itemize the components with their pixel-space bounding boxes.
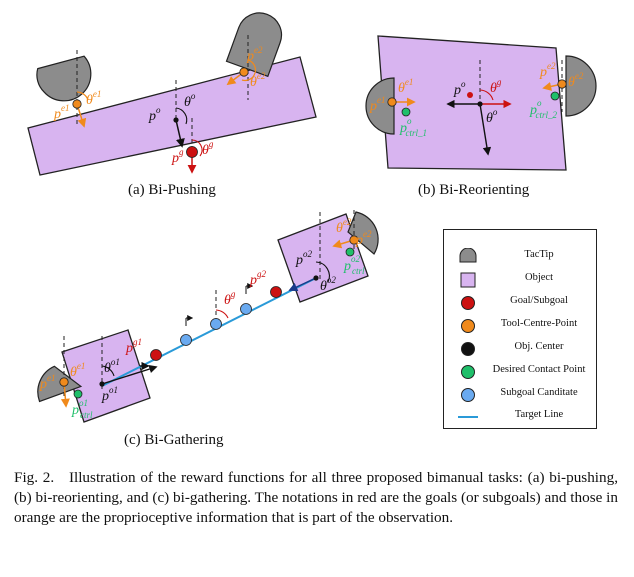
label-pe2: pe2 [246, 45, 263, 64]
legend-item: TacTip [444, 246, 596, 268]
legend-label: Obj. Center [514, 341, 564, 352]
legend-item: Object [444, 269, 596, 291]
label-po1: po1 [101, 385, 118, 404]
legend-label: Goal/Subgoal [510, 295, 568, 306]
goal-dot [150, 349, 162, 361]
panel-a-caption: (a) Bi-Pushing [128, 182, 216, 198]
label-te1: θe1 [70, 361, 85, 380]
panel-b-caption: (b) Bi-Reorienting [418, 182, 530, 198]
object-center-dot [173, 117, 179, 123]
legend-label: Target Line [514, 409, 564, 420]
label-to: θo [486, 107, 498, 126]
tcp-dot-icon [461, 319, 475, 333]
label-te2: θe2 [336, 217, 352, 236]
legend-label: Desired Contact Point [492, 364, 586, 375]
target-line-icon [458, 416, 478, 418]
goal-dot [186, 146, 198, 158]
label-te1: θe1 [398, 77, 413, 96]
tactip-right-icon [565, 55, 597, 117]
figure-caption-text: Illustration of the reward functions for… [14, 469, 619, 526]
legend-label: TacTip [524, 249, 554, 260]
legend-label: Tool-Centre-Point [500, 318, 578, 329]
label-pe2: pe2 [355, 229, 372, 248]
tactip-left-icon [365, 77, 395, 135]
legend-label: Object [525, 272, 553, 283]
contact-dot [550, 91, 560, 101]
figure-caption-label: Fig. 2. [14, 469, 55, 486]
tactip-right-icon [347, 211, 379, 255]
label-te2: θe2 [568, 71, 584, 90]
legend-item: Subgoal Canditate [444, 384, 596, 406]
label-te2: θe2 [250, 71, 266, 90]
figure-caption: Fig. 2. Illustration of the reward funct… [14, 468, 618, 528]
legend-label: Subgoal Canditate [500, 387, 578, 398]
label-tg: θg [202, 139, 214, 158]
object-square-right [277, 213, 369, 303]
label-to: θo [184, 91, 196, 110]
tactip-icon [459, 248, 477, 263]
label-pe1: pe1 [39, 373, 56, 392]
panel-c-caption: (c) Bi-Gathering [124, 432, 224, 448]
label-pe1: pe1 [53, 103, 70, 122]
legend-item: Goal/Subgoal [444, 292, 596, 314]
label-pg1: pg1 [125, 337, 142, 356]
label-to2: θo2 [320, 275, 336, 294]
legend-item: Obj. Center [444, 338, 596, 360]
object-square-icon [460, 272, 476, 288]
label-te1: θe1 [86, 89, 101, 108]
label-pg: pg [171, 147, 184, 166]
label-po: po [453, 79, 466, 98]
goal-dot-icon [461, 296, 475, 310]
label-pe1: pe1 [369, 95, 386, 114]
legend-item: Target Line [444, 406, 596, 428]
label-po: po [148, 105, 161, 124]
tactip-left-icon [37, 365, 83, 403]
label-to1: θo1 [104, 357, 120, 376]
contact-dot-icon [461, 365, 475, 379]
object-bar [27, 56, 317, 176]
goal-dot [270, 286, 282, 298]
legend-item: Tool-Centre-Point [444, 315, 596, 337]
label-tg: θg [224, 289, 236, 308]
tactip-right-icon [225, 12, 283, 78]
tcp-dot [239, 67, 249, 77]
label-pg2: pg2 [249, 269, 267, 288]
label-tg: θg [490, 77, 502, 96]
center-dot-icon [461, 342, 475, 356]
label-po2: po2 [295, 249, 313, 268]
label-pe2: pe2 [539, 61, 556, 80]
legend: TacTip Object Goal/Subgoal Tool-Centre-P… [443, 229, 597, 429]
legend-item: Desired Contact Point [444, 361, 596, 383]
panel-a: pe1 θe1 pe2 θe2 po θo pg θg [27, 12, 317, 176]
object-square-left [61, 329, 151, 423]
contact-dot [401, 107, 411, 117]
target-line [101, 277, 317, 387]
tcp-dot [72, 99, 82, 109]
subgoal-dot-icon [461, 388, 475, 402]
